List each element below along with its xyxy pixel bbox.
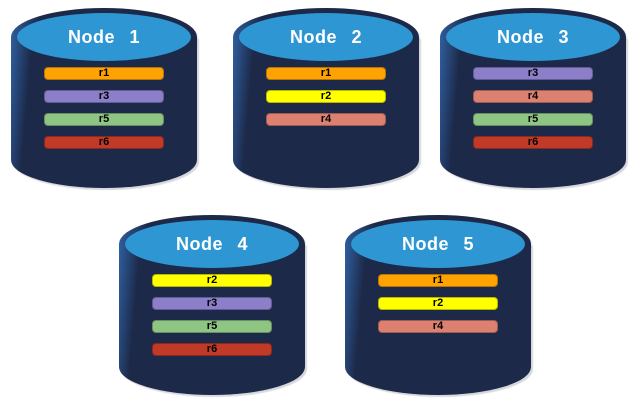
replica-bar-r2: r2 — [152, 274, 272, 287]
database-node-1: Node 1 r1 r3 r5 r6 — [11, 8, 197, 188]
replica-bar-r6: r6 — [44, 136, 164, 149]
replica-bar-r1: r1 — [266, 67, 386, 80]
cylinder-top-ellipse: Node 3 — [446, 13, 620, 61]
database-node-3: Node 3 r3 r4 r5 r6 — [440, 8, 626, 188]
replica-bar-r5: r5 — [152, 320, 272, 333]
replica-label: r6 — [527, 136, 539, 148]
database-node-2: Node 2 r1 r2 r4 — [233, 8, 419, 188]
replica-bar-r4: r4 — [378, 320, 498, 333]
replica-label: r6 — [98, 136, 110, 148]
node-label: Node 3 — [496, 26, 569, 47]
cylinder-body — [440, 37, 626, 188]
cylinder-body — [119, 244, 305, 395]
node-label: Node 4 — [175, 233, 248, 254]
node-label: Node 1 — [67, 26, 140, 47]
replica-bar-r5: r5 — [44, 113, 164, 126]
replica-bar-r4: r4 — [266, 113, 386, 126]
replica-bar-r5: r5 — [473, 113, 593, 126]
replica-label: r4 — [320, 113, 332, 125]
replica-label: r5 — [98, 113, 110, 125]
cylinder-top-ellipse: Node 5 — [351, 220, 525, 268]
replica-bar-r3: r3 — [152, 297, 272, 310]
replica-label: r2 — [320, 90, 332, 102]
cylinder-top-ellipse: Node 2 — [239, 13, 413, 61]
replica-list: r3 r4 r5 r6 — [473, 67, 593, 149]
replica-label: r4 — [432, 320, 444, 332]
database-node-4: Node 4 r2 r3 r5 r6 — [119, 215, 305, 395]
replica-label: r3 — [527, 67, 539, 79]
replica-bar-r4: r4 — [473, 90, 593, 103]
node-label: Node 2 — [289, 26, 362, 47]
replica-bar-r3: r3 — [473, 67, 593, 80]
cylinder-top-ellipse: Node 4 — [125, 220, 299, 268]
replica-label: r4 — [527, 90, 539, 102]
replica-bar-r6: r6 — [473, 136, 593, 149]
replica-bar-r3: r3 — [44, 90, 164, 103]
replica-list: r2 r3 r5 r6 — [152, 274, 272, 356]
replica-bar-r2: r2 — [266, 90, 386, 103]
replica-bar-r1: r1 — [378, 274, 498, 287]
replica-bar-r2: r2 — [378, 297, 498, 310]
replica-bar-r1: r1 — [44, 67, 164, 80]
replica-label: r2 — [432, 297, 444, 309]
cylinder-body — [11, 37, 197, 188]
node-label: Node 5 — [401, 233, 474, 254]
replica-label: r3 — [206, 297, 218, 309]
replica-label: r1 — [98, 67, 110, 79]
replica-list: r1 r2 r4 — [378, 274, 498, 333]
replica-label: r5 — [206, 320, 218, 332]
replica-bar-r6: r6 — [152, 343, 272, 356]
replica-list: r1 r2 r4 — [266, 67, 386, 126]
replica-label: r5 — [527, 113, 539, 125]
cylinder-body — [233, 37, 419, 188]
database-node-5: Node 5 r1 r2 r4 — [345, 215, 531, 395]
replica-label: r1 — [432, 274, 444, 286]
replica-label: r6 — [206, 343, 218, 355]
cylinder-top-ellipse: Node 1 — [17, 13, 191, 61]
replica-label: r1 — [320, 67, 332, 79]
replica-label: r2 — [206, 274, 218, 286]
replica-label: r3 — [98, 90, 110, 102]
replica-list: r1 r3 r5 r6 — [44, 67, 164, 149]
cylinder-body — [345, 244, 531, 395]
